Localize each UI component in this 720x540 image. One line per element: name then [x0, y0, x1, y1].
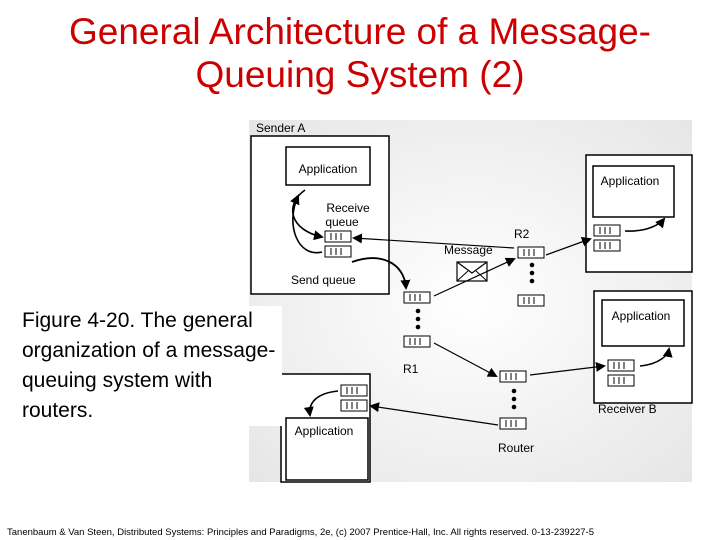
- router-r1: [403, 291, 431, 348]
- sender-a-label: Sender A: [256, 121, 305, 135]
- sender-a-node: [250, 135, 390, 295]
- figure-caption: Figure 4-20. The general organization of…: [22, 306, 282, 426]
- receive-arrow: [290, 194, 323, 254]
- r1-to-r2-arrow: [433, 257, 516, 297]
- send-queue-label: Send queue: [291, 273, 356, 287]
- router-to-lower-application-arrow: [369, 402, 499, 426]
- r2-to-receive-queue-arrow: [352, 233, 515, 249]
- router-to-receiver-b-arrow: [529, 362, 606, 376]
- receiver-b-application-label: Application: [612, 309, 671, 323]
- footer-citation: Tanenbaum & Van Steen, Distributed Syste…: [7, 527, 595, 538]
- send-queue-to-r1-arrow: [351, 257, 411, 290]
- r1-label: R1: [403, 362, 419, 376]
- upper-right-receive-arrow: [624, 217, 666, 232]
- slide-title: General Architecture of a Message- Queui…: [0, 10, 720, 96]
- lower-left-application-label: Application: [295, 424, 354, 438]
- receiver-b-label: Receiver B: [598, 402, 657, 416]
- receiver-b-receive-arrow: [639, 347, 673, 367]
- upper-right-application-label: Application: [601, 174, 660, 188]
- r2-to-upper-application-arrow: [545, 237, 592, 256]
- title-line-2: Queuing System (2): [195, 54, 525, 95]
- sender-a-application-label: Application: [299, 162, 358, 176]
- router-label: Router: [498, 441, 534, 455]
- lower-left-receive-arrow: [303, 390, 339, 417]
- r1-to-router-arrow: [433, 342, 498, 377]
- message-envelope-icon: [456, 261, 488, 282]
- r2-label: R2: [514, 227, 530, 241]
- router-lower: [499, 370, 527, 430]
- lower-left-application-node: [280, 373, 371, 483]
- upper-right-application-node: [585, 154, 693, 273]
- router-r2: [517, 246, 545, 307]
- title-line-1: General Architecture of a Message-: [68, 11, 651, 52]
- receive-queue-label-1: Receive: [326, 201, 370, 215]
- receive-queue-label-2: queue: [325, 215, 359, 229]
- receiver-b-node: [593, 290, 693, 404]
